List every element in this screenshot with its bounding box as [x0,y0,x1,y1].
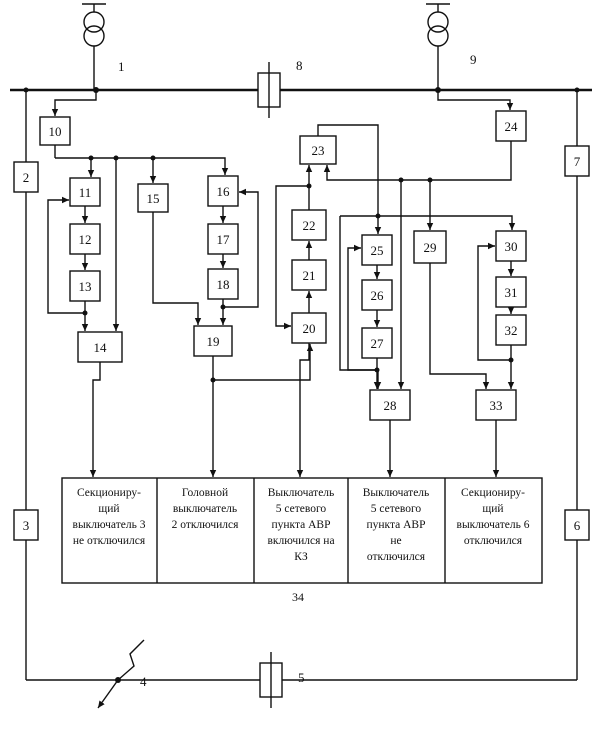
transformer-1: 1 [82,3,125,90]
panel-cell-line: щий [482,503,503,515]
block-31 [495,276,527,308]
svg-text:7: 7 [574,154,581,169]
block-30 [495,230,527,262]
block-27 [361,327,393,359]
block-11 [69,177,101,207]
panel-cell-5: Секциониру-щий выключатель 6 отключился [457,487,530,547]
svg-text:27: 27 [371,336,385,351]
svg-text:10: 10 [49,124,62,139]
block-18 [207,268,239,300]
svg-text:19: 19 [207,334,220,349]
svg-text:29: 29 [424,240,437,255]
fault-point-label: 4 [140,674,147,689]
panel-cell-line: щий [98,503,119,515]
panel-cell-line: Секциониру- [77,487,141,499]
panel-cell-line: отключился [367,551,426,563]
svg-text:15: 15 [147,191,160,206]
block-16 [207,175,239,207]
panel-cell-2: Головной выключатель 2 отключился [172,487,240,531]
block-17 [207,223,239,255]
svg-text:3: 3 [23,518,30,533]
panel-cell-line: пункта АВР [366,519,425,531]
block-32 [495,314,527,346]
panel-cell-4: Выключатель 5 сетевого пункта АВР не отключи… [363,487,430,563]
svg-text:33: 33 [490,398,503,413]
svg-text:22: 22 [303,218,316,233]
svg-text:31: 31 [505,285,518,300]
panel-cell-line: выключатель 3 [73,519,146,531]
panel-cell-3: Выключатель 5 сетевого пункта АВР включился… [267,487,334,563]
block-7 [564,145,590,177]
svg-text:13: 13 [79,279,92,294]
svg-text:12: 12 [79,232,92,247]
svg-text:14: 14 [94,340,108,355]
control-left: 10 11 12 13 14 15 16 [39,90,314,477]
panel-cell-line: Секциониру- [461,487,525,499]
block-29 [413,230,447,264]
power-circuit: 8 1 9 2 3 [10,3,592,709]
panel-label: 34 [292,590,304,604]
panel-cell-line: включился на [267,535,334,547]
panel-cell-line: 5 сетевого [371,503,422,515]
svg-text:30: 30 [505,239,518,254]
svg-text:18: 18 [217,277,230,292]
panel-cell-line: пункта АВР [271,519,330,531]
block-22 [291,209,327,241]
panel-cell-line: не [390,535,401,547]
block-12 [69,223,101,255]
fault-point-4: 4 [97,639,147,709]
control-middle: 20 21 22 23 24 [275,90,527,389]
block-33 [475,389,517,421]
panel-cell-line: отключился [464,535,523,547]
transformer-9: 9 [426,3,477,90]
svg-text:21: 21 [303,268,316,283]
panel-cell-line: 2 отключился [172,519,240,531]
control-right: 25 26 27 28 29 30 31 32 33 [296,230,527,477]
panel-cell-line: выключатель 6 [457,519,530,531]
svg-text:20: 20 [303,321,316,336]
breaker-8-label: 8 [296,58,303,73]
svg-text:26: 26 [371,288,385,303]
transformer-1-label: 1 [118,59,125,74]
svg-text:28: 28 [384,398,397,413]
svg-text:16: 16 [217,184,231,199]
panel-cell-texts: Секциониру-щий выключатель 3 не отключился… [73,487,530,563]
panel-cell-line: Выключатель [268,487,335,499]
panel-frame [61,477,543,584]
svg-text:23: 23 [312,143,325,158]
panel-cell-line: КЗ [294,551,308,563]
transformer-9-label: 9 [470,52,477,67]
panel-cell-line: не отключился [73,535,146,547]
panel-cell-line: выключатель [173,503,237,515]
svg-text:24: 24 [505,119,519,134]
block-23 [299,135,337,165]
svg-text:6: 6 [574,518,581,533]
panel-cell-line: Головной [182,487,228,499]
block-13 [69,270,101,302]
panel-cell-line: 5 сетевого [276,503,327,515]
svg-text:25: 25 [371,243,384,258]
panel-cell-1: Секциониру-щий выключатель 3 не отключился [73,487,146,547]
panel-cell-line: Выключатель [363,487,430,499]
block-3 [13,509,39,541]
svg-text:11: 11 [79,185,92,200]
svg-text:32: 32 [505,323,518,338]
block-6 [564,509,590,541]
breaker-5-label: 5 [298,670,305,685]
indicator-panel-34: Секциониру-щий выключатель 3 не отключился… [61,477,543,604]
block-25 [361,234,393,266]
svg-text:17: 17 [217,232,231,247]
block-28 [369,389,411,421]
svg-text:2: 2 [23,170,30,185]
